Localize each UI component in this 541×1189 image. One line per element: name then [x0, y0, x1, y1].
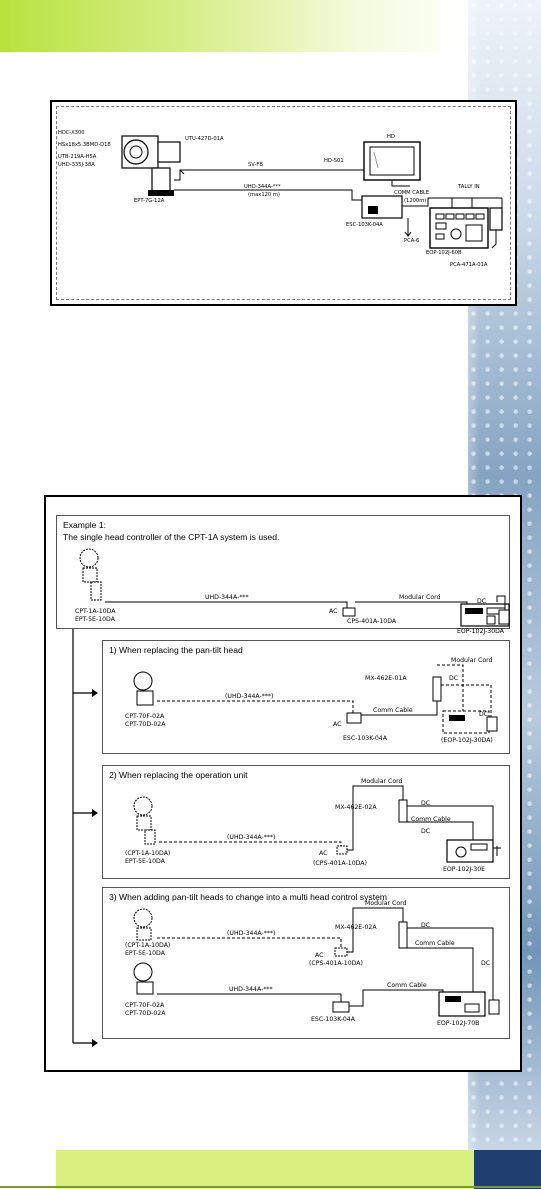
- label-cpt-70d: CPT-70D-02A: [125, 1010, 166, 1017]
- label-ept-5e: EPT-5E-10DA: [125, 858, 165, 865]
- diagram-inner-border: [56, 106, 511, 300]
- example-1-section: Example 1: The single head controller of…: [56, 515, 510, 635]
- example-1-drawing: [79, 548, 510, 627]
- label-dc-2: DC: [421, 828, 431, 835]
- label-ept: EPT-7G-12A: [134, 198, 165, 204]
- label-modular-cord: Modular Cord: [399, 594, 441, 601]
- label-cps-401a: CPS-401A-10DA: [347, 618, 397, 625]
- label-uhd-335: UHD-335J-38A: [58, 162, 95, 168]
- label-comm-cable: COMM CABLE: [394, 190, 430, 196]
- label-cpt-1a: (CPT-1A-10DA): [125, 850, 171, 857]
- footer-blue-block: [474, 1150, 541, 1189]
- eop-panel-icon: [446, 839, 494, 863]
- label-modular-cord: Modular Cord: [365, 900, 407, 907]
- section-multi-head-system: 3) When adding pan-tilt heads to change …: [102, 887, 510, 1039]
- label-ept-5e: EPT-5E-10DA: [125, 950, 165, 957]
- footer-green-bar: [56, 1150, 474, 1189]
- label-cpt-70f: CPT-70F-02A: [125, 713, 165, 720]
- mx-junction-icon: [432, 676, 442, 702]
- label-cpt-1a: (CPT-1A-10DA): [125, 942, 171, 949]
- label-comm-cable-1: Comm Cable: [415, 940, 455, 947]
- monitor-icon: [363, 141, 421, 181]
- label-sv-fb: SV-FB: [248, 162, 263, 168]
- label-dc: DC: [421, 800, 431, 807]
- label-eop-70b: EOP-102J-70B: [437, 1020, 480, 1027]
- label-utb: UTB-219A-H5A: [58, 154, 97, 160]
- label-uhd: (UHD-344A-***): [225, 693, 274, 700]
- label-modular-cord: Modular Cord: [451, 657, 493, 664]
- label-lens: HSx18x5.3BMD-D18: [58, 142, 111, 148]
- example-title: Example 1:: [63, 520, 106, 530]
- label-comm-cable: Comm Cable: [373, 707, 413, 714]
- label-dc-2: DC: [479, 711, 489, 718]
- section-1-drawing: [133, 664, 498, 734]
- label-mx-02a: MX-462E-02A: [335, 924, 377, 931]
- mx-junction-icon: [398, 799, 408, 823]
- label-comm-length: (1200m): [404, 198, 427, 204]
- section-2-title: 2) When replacing the operation unit: [109, 770, 248, 780]
- label-cpt-1a: CPT-1A-10DA: [75, 608, 116, 615]
- label-comm-cable: Comm Cable: [411, 816, 451, 823]
- section-1-title: 1) When replacing the pan-tilt head: [109, 645, 243, 655]
- label-uhd-344: UHD-344A-***: [244, 184, 281, 190]
- label-comm-cable-2: Comm Cable: [387, 982, 427, 989]
- label-ac: AC: [315, 952, 324, 959]
- label-mx-02a: MX-462E-02A: [335, 804, 377, 811]
- label-eop-30da: EOP-102J-30DA: [457, 628, 505, 635]
- label-ept-5e: EPT-5E-10DA: [75, 616, 115, 623]
- section-3-title: 3) When adding pan-tilt heads to change …: [109, 892, 388, 902]
- section-2-drawing: [133, 785, 501, 863]
- label-eop-30da: (EOP-102J-30DA): [441, 737, 493, 744]
- label-eop-30e: EOP-102J-30E: [443, 866, 486, 873]
- label-cpt-70f: CPT-70F-02A: [125, 1002, 165, 1009]
- section-connectors: [72, 627, 98, 1047]
- label-mx-01a: MX-462E-01A: [365, 675, 407, 682]
- pan-tilt-head-icon: [133, 671, 154, 706]
- label-dc-2: DC: [481, 960, 491, 967]
- system-examples-diagram: Example 1: The single head controller of…: [44, 495, 522, 1072]
- label-hdc: HDC-X300: [58, 130, 85, 136]
- example-subtitle: The single head controller of the CPT-1A…: [63, 532, 280, 542]
- label-hd: HD: [387, 134, 395, 140]
- control-panel-icon: [429, 207, 489, 249]
- label-uhd: (UHD-344A-***): [227, 834, 276, 841]
- label-uhd-2: UHD-344A-***: [229, 986, 273, 993]
- label-uhd-344: UHD-344A-***: [205, 594, 249, 601]
- diagram1-drawing: [121, 135, 503, 249]
- system-diagram-hd: HDC-X300 HSx18x5.3BMD-D18 UTB-219A-H5A U…: [50, 100, 517, 306]
- mx-junction-icon: [398, 921, 408, 949]
- label-esc: ESC-103K-04A: [346, 222, 383, 228]
- label-modular-cord: Modular Cord: [361, 778, 403, 785]
- label-ac: AC: [319, 850, 328, 857]
- label-ac: AC: [333, 721, 342, 728]
- pan-tilt-head-icon-2: [133, 962, 154, 995]
- label-dc: DC: [449, 675, 459, 682]
- pan-tilt-head-icon: [79, 548, 102, 601]
- label-cpt-70d: CPT-70D-02A: [125, 721, 166, 728]
- label-eop-60b: EOP-102J-60B: [426, 250, 462, 256]
- pan-tilt-head-icon: [133, 796, 156, 845]
- label-ac: AC: [329, 608, 338, 615]
- section-replace-operation-unit: 2) When replacing the operation unit (C: [102, 765, 510, 879]
- label-max-length: (max120 m): [248, 192, 280, 198]
- label-esc: ESC-103K-04A: [343, 735, 387, 742]
- label-cps-401a: (CPS-401A-10DA): [309, 960, 363, 967]
- label-dc: DC: [421, 922, 431, 929]
- label-esc: ESC-103K-04A: [311, 1016, 355, 1023]
- label-hd-s01: HD-S01: [324, 158, 344, 164]
- footer-line: [0, 1186, 541, 1188]
- pan-tilt-head-icon: [133, 908, 153, 941]
- label-dc: DC: [477, 598, 487, 605]
- label-cps-401a: (CPS-401A-10DA): [313, 860, 367, 867]
- label-uhd-1: (UHD-344A-***): [227, 930, 276, 937]
- label-pca6: PCA-6: [404, 238, 420, 244]
- section-3-drawing: [133, 907, 500, 1017]
- top-green-band: [0, 0, 480, 52]
- label-pca471: PCA-471A-01A: [450, 262, 488, 268]
- label-tally-in: TALLY IN: [458, 184, 480, 190]
- camera-icon: [121, 135, 181, 196]
- label-utu: UTU-427D-01A: [185, 136, 224, 142]
- section-replace-pan-tilt: 1) When replacing the pan-tilt head CPT-…: [102, 640, 510, 754]
